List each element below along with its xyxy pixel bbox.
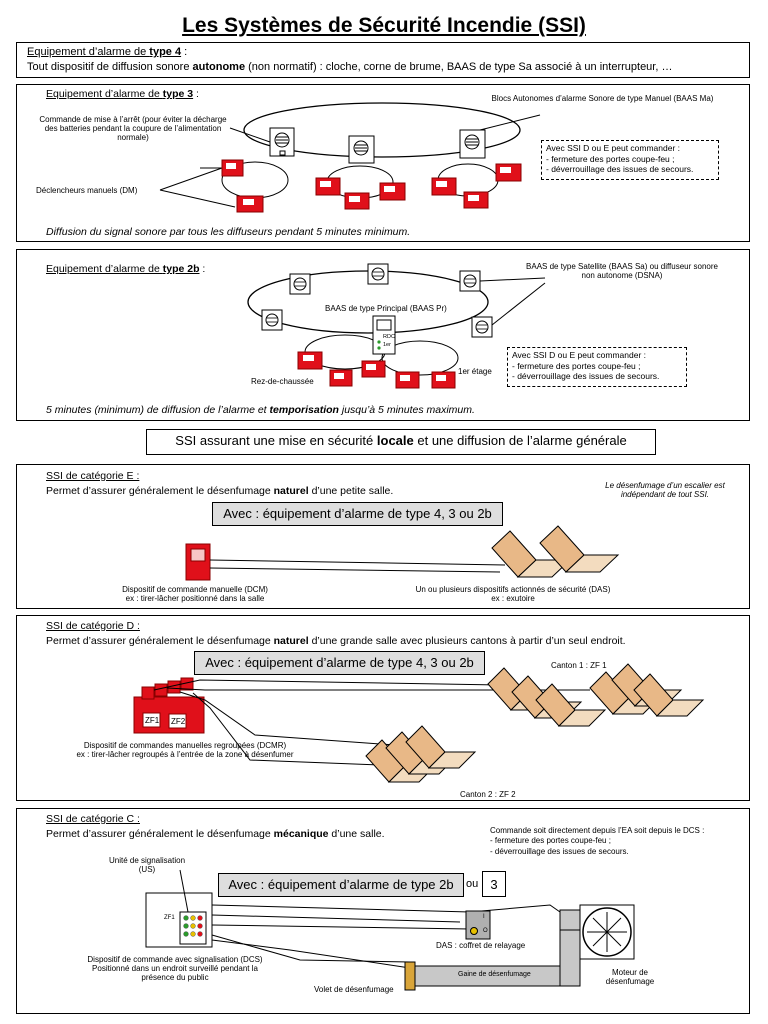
section-cat-c <box>16 808 750 1014</box>
cat-c-ou: ou <box>466 878 479 890</box>
escalier-note: Le désenfumage d’un escalier est indépen… <box>605 481 725 500</box>
cat-e-avec: Avec : équipement d’alarme de type 4, 3 … <box>212 502 503 526</box>
cat-e-heading: SSI de catégorie E : <box>46 470 140 482</box>
type2b-footer: 5 minutes (minimum) de diffusion de l’al… <box>46 404 475 416</box>
type3-main-loop <box>243 102 521 158</box>
relay-i-label: I <box>483 914 485 920</box>
dcmr-label: Dispositif de commandes manuelles regrou… <box>76 741 294 760</box>
dcm-label: Dispositif de commande manuelle (DCM)ex … <box>122 585 268 604</box>
relay-o-label: O <box>483 928 488 934</box>
cat-c-heading: SSI de catégorie C : <box>46 813 140 825</box>
section-cat-d <box>16 615 750 801</box>
cat-e-description: Permet d’assurer généralement le désenfu… <box>46 485 394 497</box>
moteur-fan <box>579 904 635 960</box>
baas-ma-label: Blocs Autonomes d’alarme Sonore de type … <box>491 94 714 103</box>
commande-arret-label: Commande de mise à l’arrêt (pour éviter … <box>39 115 227 143</box>
section-type4 <box>16 42 750 78</box>
cat-c-avec: Avec : équipement d’alarme de type 2b <box>218 873 464 897</box>
banner-text: SSI assurant une mise en sécurité locale… <box>175 433 627 448</box>
cat-c-description: Permet d’assurer généralement le désenfu… <box>46 828 385 840</box>
dcs-label: Dispositif de commande avec signalisatio… <box>87 955 263 983</box>
section-type2b <box>16 249 750 421</box>
zf1-label: ZF1 <box>145 716 160 725</box>
gaine-duct <box>404 909 621 991</box>
das-relay-box <box>465 910 491 940</box>
baas-ma-3 <box>459 129 486 159</box>
gaine-label: Gaine de désenfumage <box>458 971 531 978</box>
dcm-device <box>185 543 211 581</box>
canton2-exutoires <box>365 725 477 783</box>
baas-ma-1 <box>269 127 295 157</box>
cat-d-avec: Avec : équipement d’alarme de type 4, 3 … <box>194 651 485 675</box>
type3-note: Avec SSI D ou E peut commander :- fermet… <box>541 140 719 180</box>
type3-heading: Equipement d’alarme de type 3 : <box>46 88 199 100</box>
us-label: Unité de signalisation(US) <box>108 856 186 875</box>
canton2-label: Canton 2 : ZF 2 <box>460 790 516 799</box>
dcs-device <box>145 892 213 948</box>
cat-c-commande: Commande soit directement depuis l’EA so… <box>490 826 705 856</box>
dm-label: Déclencheurs manuels (DM) <box>36 186 138 195</box>
type4-description: Tout dispositif de diffusion sonore auto… <box>27 61 673 73</box>
section-type3 <box>16 84 750 242</box>
type3-footer: Diffusion du signal sonore par tous les … <box>46 226 411 238</box>
baas-sa-group <box>261 263 493 338</box>
canton1-label: Canton 1 : ZF 1 <box>551 661 607 670</box>
page-title: Les Systèmes de Sécurité Incendie (SSI) <box>182 14 586 37</box>
canton1-exutoires-b <box>589 663 705 717</box>
banner-ssi-locale <box>146 429 656 455</box>
type2b-heading: Equipement d’alarme de type 2b : <box>46 263 206 275</box>
dcmr-device <box>133 677 205 734</box>
type2b-note: Avec SSI D ou E peut commander :- fermet… <box>507 347 687 387</box>
canton1-exutoires-a <box>487 667 607 727</box>
das-relayage-label: DAS : coffret de relayage <box>436 941 526 950</box>
cat-d-heading: SSI de catégorie D : <box>46 620 140 632</box>
dcs-zf1-label: ZF1 <box>164 915 175 921</box>
baas-sa-label: BAAS de type Satellite (BAAS Sa) ou diff… <box>526 262 718 281</box>
zf2-label: ZF2 <box>171 717 186 726</box>
baas-pr-label: BAAS de type Principal (BAAS Pr) <box>325 304 447 313</box>
baas-ma-2 <box>348 135 375 164</box>
section-cat-e <box>16 464 750 609</box>
das-label: Un ou plusieurs dispositifs actionnés de… <box>415 585 611 604</box>
rez-label: Rez-de-chaussée <box>251 377 314 386</box>
rdc-small-label: RDC <box>383 334 395 340</box>
exutoire-2 <box>539 525 620 573</box>
volet-label: Volet de désenfumage <box>314 985 394 994</box>
type2b-loop-etage <box>381 340 459 376</box>
etage-small-label: 1er <box>383 342 391 348</box>
cat-d-description: Permet d’assurer généralement le désenfu… <box>46 635 626 647</box>
cat-c-three: 3 <box>482 871 506 897</box>
type4-heading: Equipement d’alarme de type 4 : <box>27 46 188 58</box>
etage-label: 1er étage <box>458 367 492 376</box>
baas-pr <box>372 315 396 355</box>
